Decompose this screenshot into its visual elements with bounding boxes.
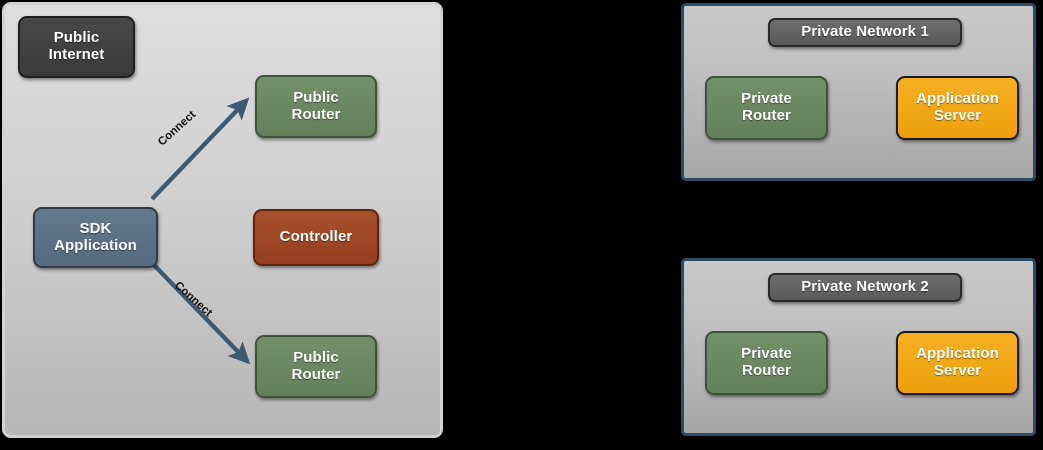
- private-network-2-title-text: Private Network 2: [801, 278, 929, 296]
- application-server-1-label: Application Server: [916, 90, 999, 124]
- private-router-2-label: Private Router: [741, 345, 792, 379]
- private-network-2-title-box: Private Network 2: [768, 273, 962, 302]
- sdk-application-label: SDK Application: [54, 219, 137, 254]
- private-network-2-zone: Private Network 2 Private Router Applica…: [681, 258, 1036, 436]
- application-server-2-node[interactable]: Application Server: [896, 331, 1019, 395]
- controller-label: Controller: [279, 228, 353, 246]
- private-network-1-zone: Private Network 1 Private Router Applica…: [681, 3, 1036, 181]
- controller-node[interactable]: Controller: [253, 209, 379, 266]
- private-router-1-label: Private Router: [741, 90, 792, 124]
- public-router-bottom-node[interactable]: Public Router: [255, 335, 377, 398]
- public-internet-label-box: Public Internet: [18, 16, 135, 78]
- private-router-2-node[interactable]: Private Router: [705, 331, 828, 395]
- application-server-2-label: Application Server: [916, 345, 999, 379]
- private-network-1-title-box: Private Network 1: [768, 18, 962, 47]
- sdk-application-node[interactable]: SDK Application: [33, 207, 158, 268]
- public-internet-label-text: Public Internet: [48, 29, 105, 63]
- public-router-top-label: Public Router: [291, 88, 341, 123]
- private-router-1-node[interactable]: Private Router: [705, 76, 828, 140]
- public-router-top-node[interactable]: Public Router: [255, 75, 377, 138]
- public-router-bottom-label: Public Router: [291, 348, 341, 383]
- private-network-1-title-text: Private Network 1: [801, 23, 929, 41]
- public-internet-zone: Public Internet SDK Application Public R…: [2, 2, 443, 438]
- application-server-1-node[interactable]: Application Server: [896, 76, 1019, 140]
